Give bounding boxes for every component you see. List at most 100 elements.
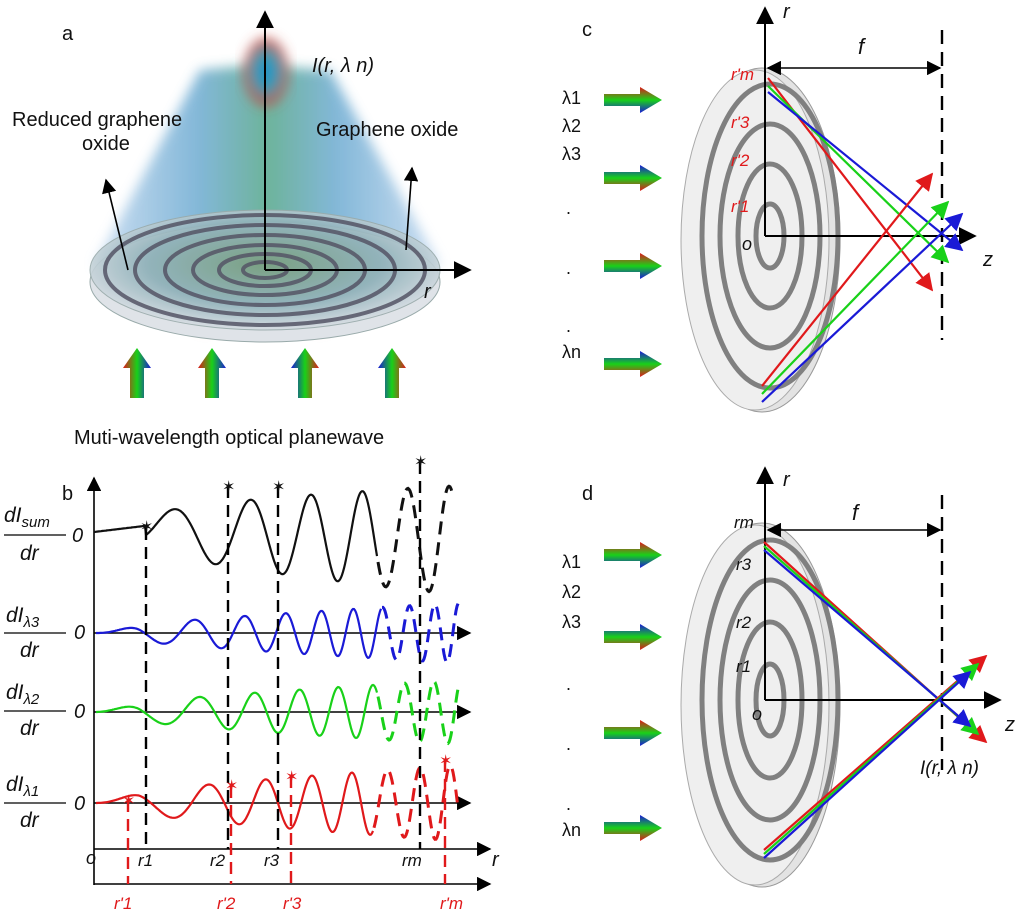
incident-arrow-3 — [291, 348, 319, 398]
tick-r2: r2 — [210, 851, 226, 870]
panel-d-dot-2: . — [566, 734, 571, 754]
panel-c-incident-arrow-1 — [604, 87, 662, 113]
panel-d-lambda-1: λ1 — [562, 552, 581, 572]
panel-d-lambda-2: λ2 — [562, 582, 581, 602]
panel-b: b dIsum dr dIλ3 dr dIλ2 dr dIλ1 dr 0 0 0… — [4, 454, 500, 913]
panel-a-letter: a — [62, 23, 74, 45]
panel-c-dot-3: . — [566, 316, 571, 336]
panel-c-lambda-2: λ2 — [562, 116, 581, 136]
panel-c-f-label: f — [858, 34, 867, 59]
panel-c-lambda-n: λn — [562, 342, 581, 362]
incident-arrow-4 — [378, 348, 406, 398]
planewave-caption: Muti-wavelength optical planewave — [74, 427, 384, 449]
panel-c-incident-arrows — [604, 87, 662, 377]
label-l3-den: dr — [20, 639, 40, 662]
panel-c-incident-arrow-3 — [604, 253, 662, 279]
go-label: Graphene oxide — [316, 119, 458, 141]
panel-c-wavelengths: λ1 λ2 λ3 . . . λn — [562, 88, 581, 362]
panel-c-z-label: z — [982, 249, 993, 271]
panel-d-rays — [763, 541, 988, 859]
rgo-label-line2: oxide — [82, 133, 130, 155]
label-l1-sub: λ1 — [23, 783, 40, 800]
wave-l1-solid — [96, 771, 375, 837]
zero-l1: 0 — [74, 793, 85, 815]
svg-text:✶: ✶ — [222, 479, 235, 496]
panel-d-f-label: f — [852, 500, 861, 525]
panel-d-lambda-3: λ3 — [562, 612, 581, 632]
wave-sum-dashed — [376, 484, 454, 594]
zero-l3: 0 — [74, 622, 85, 644]
row-labels: dIsum dr dIλ3 dr dIλ2 dr dIλ1 dr — [4, 504, 66, 832]
panel-d-radius-1: r1 — [736, 657, 751, 676]
panel-d-radius-m: rm — [734, 513, 754, 532]
panel-c-lambda-1: λ1 — [562, 88, 581, 108]
peak-stars: ✶ ✶ ✶ ✶ ✶ ✶ ✶ ✶ — [122, 454, 452, 810]
tick-r3-prime: r'3 — [283, 894, 302, 913]
label-l2-sub: λ2 — [23, 691, 40, 708]
black-guides — [144, 462, 422, 849]
panel-b-r-label: r — [492, 849, 500, 871]
svg-text:✶: ✶ — [439, 753, 452, 770]
panel-d-z-label: z — [1004, 714, 1015, 736]
panel-c-incident-arrow-4 — [604, 351, 662, 377]
panel-c-dot-2: . — [566, 258, 571, 278]
panel-c-origin: o — [742, 234, 752, 254]
red-guides — [126, 760, 447, 884]
svg-text:✶: ✶ — [140, 519, 153, 536]
panel-b-origin: o — [86, 848, 96, 868]
panel-d-wavelengths: λ1 λ2 λ3 . . . λn — [562, 552, 581, 840]
label-l1-num: dIλ1 — [6, 773, 39, 800]
incident-arrow-2 — [198, 348, 226, 398]
svg-text:✶: ✶ — [272, 479, 285, 496]
label-l1-den: dr — [20, 809, 40, 832]
panel-d-letter: d — [582, 483, 593, 505]
svg-text:✶: ✶ — [285, 769, 298, 786]
tick-rm-prime: r'm — [440, 894, 463, 913]
incident-arrows — [123, 348, 406, 398]
panel-d-lambda-n: λn — [562, 820, 581, 840]
panel-d-origin: o — [752, 704, 762, 724]
panel-c: c r z f o r'm r'3 r'2 r — [562, 1, 993, 413]
label-l3-num: dIλ3 — [6, 604, 40, 631]
label-l3-sub: λ3 — [23, 614, 40, 631]
panel-d-radius-3: r3 — [736, 555, 752, 574]
rgo-label-line1: Reduced graphene — [12, 109, 182, 131]
panel-d-incident-arrows — [604, 542, 662, 841]
label-l2-den: dr — [20, 717, 40, 740]
panel-d-incident-arrow-1 — [604, 542, 662, 568]
wave-l1-dashed — [372, 763, 460, 841]
svg-text:✶: ✶ — [122, 793, 135, 810]
panel-c-letter: c — [582, 19, 592, 41]
panel-c-radius-1: r'1 — [731, 197, 749, 216]
panel-d-dot-3: . — [566, 794, 571, 814]
panel-d-r-label: r — [783, 469, 791, 491]
panel-c-dot-1: . — [566, 198, 571, 218]
zero-sum: 0 — [72, 525, 83, 547]
tick-r1: r1 — [138, 851, 153, 870]
incident-arrow-1 — [123, 348, 151, 398]
panel-c-incident-arrow-2 — [604, 165, 662, 191]
wave-curves — [93, 484, 460, 841]
svg-text:✶: ✶ — [414, 454, 427, 471]
wave-l3-dashed — [381, 602, 460, 665]
panel-d-intensity-label: I(r, λ n) — [920, 758, 979, 779]
label-sum-num: dIsum — [4, 504, 50, 531]
tick-r3: r3 — [264, 851, 280, 870]
panel-d-incident-arrow-4 — [604, 815, 662, 841]
panel-a-r-label: r — [424, 281, 432, 303]
rgo-pointer — [102, 178, 129, 271]
panel-d-radius-2: r2 — [736, 613, 752, 632]
label-sum-sub: sum — [22, 514, 50, 531]
panel-d-dot-1: . — [566, 674, 571, 694]
wave-l2-dashed — [376, 679, 460, 746]
label-sum-den: dr — [20, 542, 40, 565]
panel-a: a I(r, λ n) Reduced graphene oxide Graph… — [12, 10, 472, 449]
go-pointer — [403, 166, 419, 251]
wave-sum-solid — [93, 490, 379, 583]
panel-c-radius-m: r'm — [731, 65, 754, 84]
tick-rm: rm — [402, 851, 422, 870]
wave-l3-solid — [96, 607, 383, 660]
panel-d-incident-arrow-3 — [604, 720, 662, 746]
tick-r2-prime: r'2 — [217, 894, 236, 913]
zero-l2: 0 — [74, 701, 85, 723]
